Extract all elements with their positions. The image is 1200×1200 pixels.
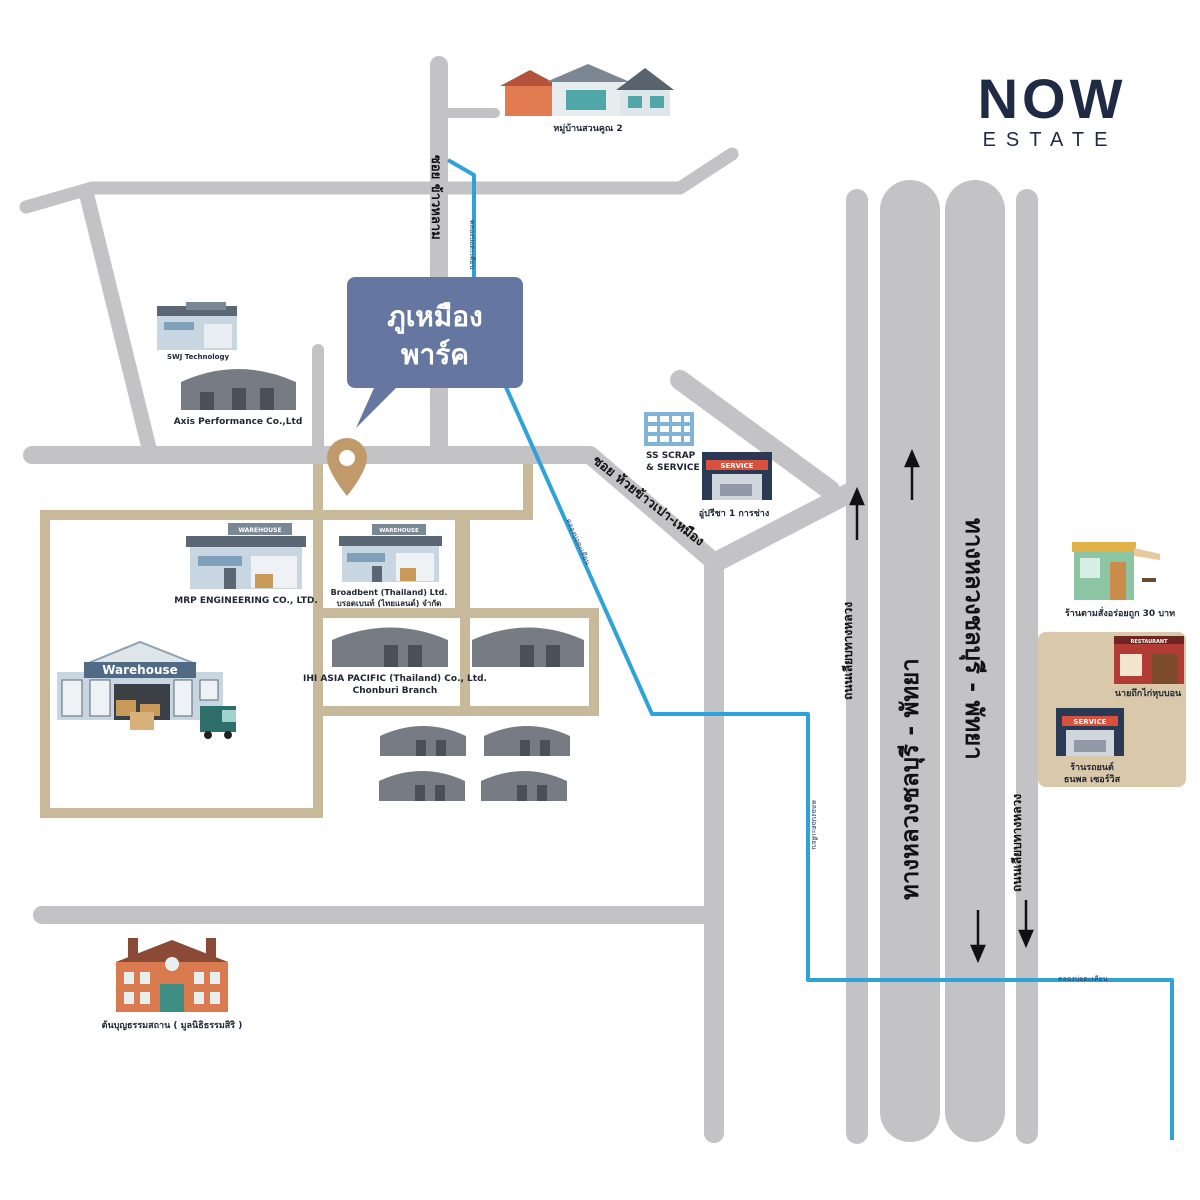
road-connector bbox=[710, 480, 865, 570]
road-network bbox=[19, 56, 1038, 1144]
label-car-service-line2: ธนพล เซอร์วิส bbox=[1064, 773, 1121, 785]
temple-building-icon bbox=[116, 938, 228, 1012]
road-north-east bbox=[19, 147, 739, 214]
restaurant-sign: RESTAURANT bbox=[1131, 639, 1169, 645]
garage-icon: SERVICE bbox=[702, 452, 772, 500]
road-label-soi-khao-lam: ซอย ข้าวหลาม bbox=[428, 155, 444, 240]
car-service-icon: SERVICE bbox=[1056, 708, 1124, 756]
label-garage: อู่ปรีชา 1 การช่าง bbox=[699, 508, 770, 519]
road-west-diagonal bbox=[78, 184, 158, 460]
broadbent-warehouse-icon: WAREHOUSE bbox=[339, 524, 442, 582]
highway-label-north: ทางหลวงชลบุรี - พัทยา bbox=[896, 658, 926, 900]
swj-warehouse-icon bbox=[157, 302, 237, 350]
mrp-warehouse-icon: WAREHOUSE bbox=[186, 523, 306, 589]
canal-label-top: คลองบ่อตะเคียน bbox=[468, 220, 476, 270]
logo-now: NOW bbox=[978, 67, 1127, 130]
callout-tail bbox=[356, 388, 396, 428]
highway-label-south: ทางหลวงชลบุรี - พัทยา bbox=[958, 518, 988, 760]
label-village: หมู่บ้านสวนคูณ 2 bbox=[553, 123, 622, 134]
garage-sign: SERVICE bbox=[720, 462, 753, 470]
callout-box bbox=[347, 277, 523, 388]
village-houses-icon bbox=[500, 64, 674, 116]
road-ss-diagonal bbox=[670, 370, 840, 500]
now-estate-logo: NOW ESTATE bbox=[978, 67, 1127, 151]
label-ihi-line2: Chonburi Branch bbox=[353, 686, 438, 696]
label-swj: SWJ Technology bbox=[167, 353, 230, 361]
canal-label-bottom-right: คลองบ่อตะเคียน bbox=[1058, 975, 1108, 983]
canal-label-lower: คลองบ่อตะเคียน bbox=[810, 800, 818, 850]
broadbent-warehouse-sign: WAREHOUSE bbox=[379, 528, 419, 534]
label-restaurant: นายถึกไก่หุบบอน bbox=[1115, 687, 1182, 699]
mrp-warehouse-sign: WAREHOUSE bbox=[238, 527, 281, 534]
label-temple: ต้นบุญธรรมสถาน ( มูลนิธิธรรมสิริ ) bbox=[102, 1020, 243, 1031]
canal bbox=[447, 158, 1174, 1140]
big-warehouse-icon: Warehouse bbox=[57, 640, 236, 739]
label-ss-scrap-line2: & SERVICE bbox=[646, 463, 700, 473]
logo-estate: ESTATE bbox=[983, 129, 1118, 151]
ihi-warehouse-icon bbox=[332, 627, 584, 667]
canal-label-middle: คลองบ่อตะเคียน bbox=[564, 518, 592, 567]
direction-arrows bbox=[849, 448, 1034, 964]
location-pin-icon[interactable] bbox=[327, 438, 367, 496]
road-main bbox=[23, 446, 721, 569]
label-ss-scrap-line1: SS SCRAP bbox=[646, 451, 696, 461]
label-mrp: MRP ENGINEERING CO., LTD. bbox=[174, 596, 318, 606]
frontage-label-right: ถนนเลียบทางหลวง bbox=[1010, 794, 1024, 892]
label-broadbent-th: บรอดเบนท์ (ไทยแลนด์) จำกัด bbox=[337, 598, 442, 608]
ss-scrap-building-icon bbox=[644, 412, 694, 446]
plot-ihi bbox=[313, 608, 599, 716]
car-service-sign: SERVICE bbox=[1073, 718, 1106, 726]
project-name-line2: พาร์ค bbox=[401, 338, 469, 371]
warehouse-cluster-icon bbox=[379, 726, 570, 801]
restaurant-icon: RESTAURANT bbox=[1114, 636, 1184, 684]
plot-left-outline bbox=[40, 464, 533, 818]
frontage-label-left: ถนนเลียบทางหลวง bbox=[841, 602, 855, 700]
label-cafe-shop: ร้านตามสั่งอร่อยถูก 30 บาท bbox=[1065, 606, 1175, 619]
big-warehouse-sign: Warehouse bbox=[102, 663, 178, 677]
cafe-shop-icon bbox=[1072, 542, 1160, 600]
label-ihi-line1: IHI ASIA PACIFIC (Thailand) Co., Ltd. bbox=[303, 674, 487, 684]
project-name-line1: ภูเหมือง bbox=[387, 300, 482, 334]
label-axis: Axis Performance Co.,Ltd bbox=[174, 417, 303, 427]
label-broadbent-en: Broadbent (Thailand) Ltd. bbox=[331, 588, 448, 597]
project-callout[interactable]: ภูเหมือง พาร์ค bbox=[347, 277, 523, 428]
axis-warehouse-icon bbox=[181, 369, 296, 410]
label-car-service-line1: ร้านรถยนต์ bbox=[1070, 761, 1114, 773]
industrial-plots bbox=[40, 464, 599, 818]
